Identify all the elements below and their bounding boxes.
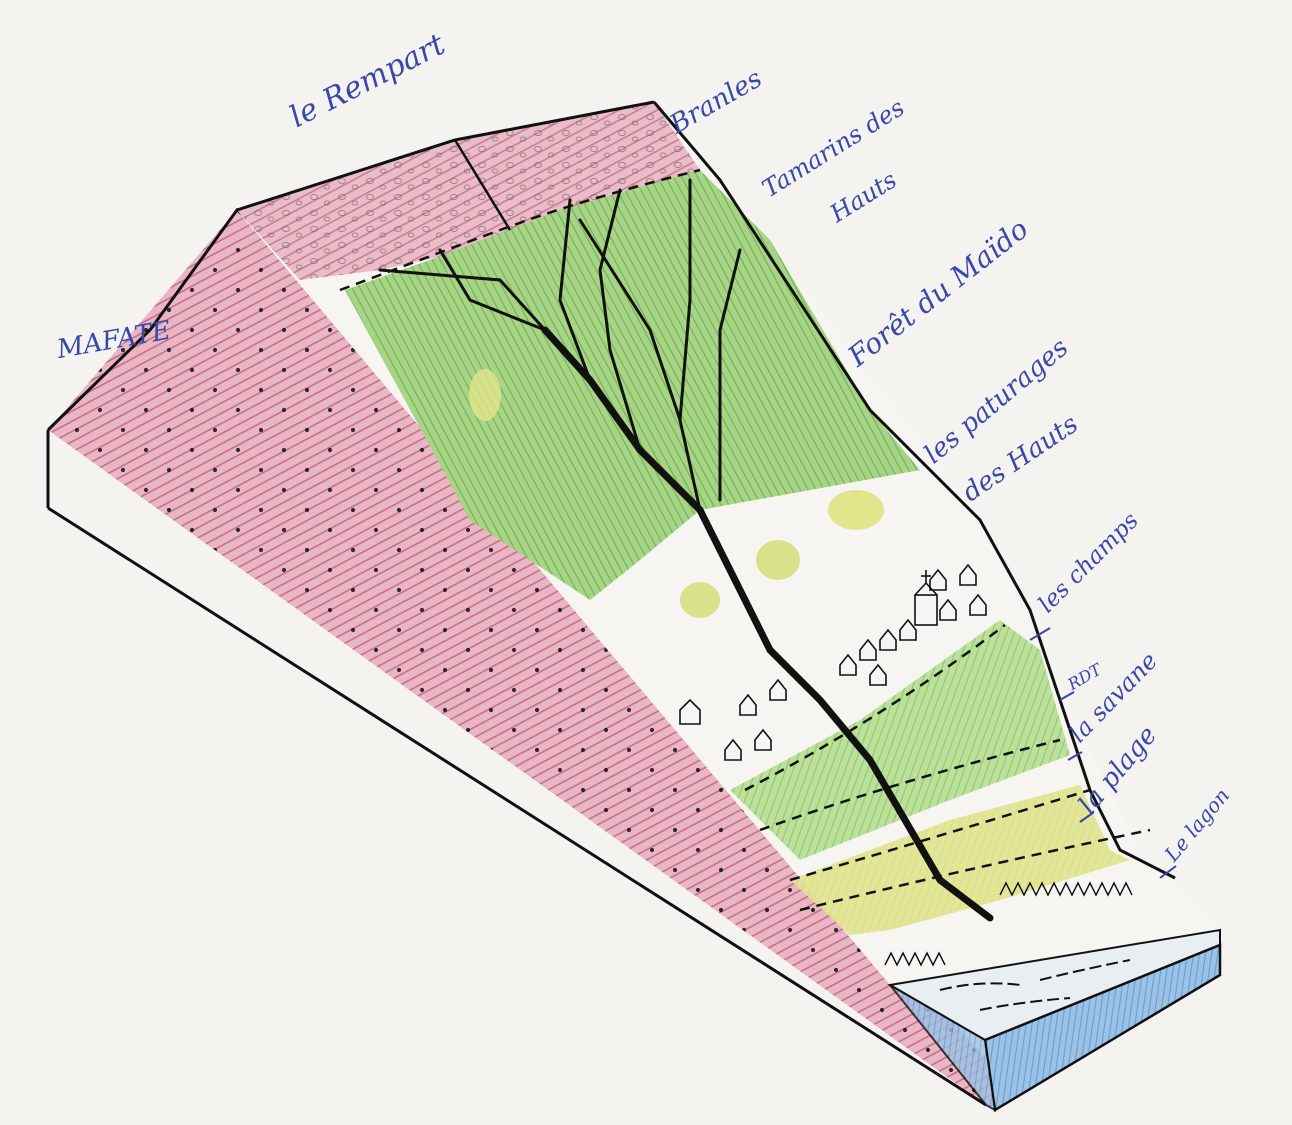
drawing-canvas: MAFATE le Rempart Branles Tamarins des H…	[0, 0, 1292, 1125]
